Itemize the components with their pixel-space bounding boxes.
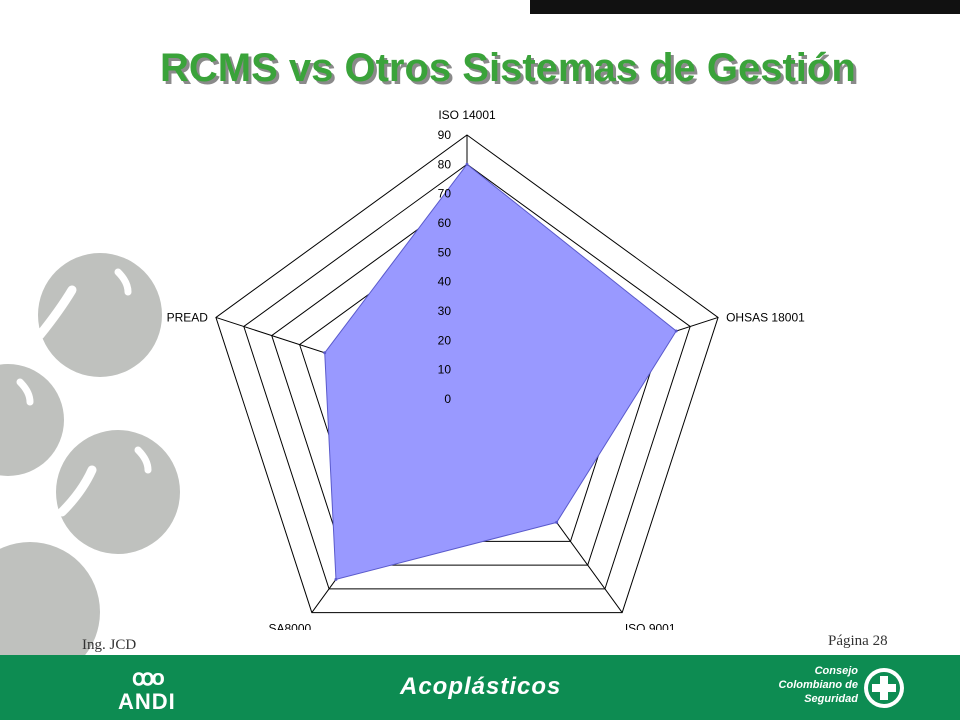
slide-title: RCMS vs Otros Sistemas de Gestión xyxy=(160,46,856,90)
radar-tick-label: 70 xyxy=(438,187,452,201)
radar-grid-ring xyxy=(215,134,719,614)
radar-series-area xyxy=(324,163,677,580)
radar-tick-label: 60 xyxy=(438,216,452,230)
author-footer: Ing. JCD xyxy=(82,637,137,653)
radar-tick-label: 50 xyxy=(438,245,452,259)
background-circle-decoration xyxy=(0,253,180,682)
radar-tick-label: 10 xyxy=(438,363,452,377)
radar-category-label: PREAD xyxy=(167,310,209,324)
ccs-logo-text: Consejo Colombiano de Seguridad xyxy=(770,664,858,706)
cross-icon xyxy=(864,668,904,708)
ccs-line: Colombiano de xyxy=(778,679,858,691)
radar-tick-label: 30 xyxy=(438,304,452,318)
radar-tick-labels: 0 10 20 30 40 50 60 70 80 90 xyxy=(438,128,452,406)
radar-category-label: OHSAS 18001 xyxy=(726,310,805,324)
andi-logo: ꝏo ANDI xyxy=(118,665,208,715)
ccs-line: Consejo xyxy=(814,665,858,677)
radar-data-point xyxy=(674,329,678,333)
deco-highlight xyxy=(57,465,97,517)
radar-tick-label: 0 xyxy=(444,392,451,406)
andi-logo-mark: ꝏo xyxy=(132,665,165,690)
radar-data-point xyxy=(323,351,327,355)
ccs-line: Seguridad xyxy=(804,693,858,705)
radar-category-label: ISO 9001 xyxy=(625,622,676,630)
radar-grid-ring xyxy=(243,163,691,590)
deco-highlight xyxy=(134,446,152,474)
acoplasticos-logo: Acoplásticos xyxy=(400,673,562,700)
footer-band: ꝏo ANDI Acoplásticos Consejo Colombiano … xyxy=(0,655,960,720)
radar-tick-label: 40 xyxy=(438,275,452,289)
page-number: Página 28 xyxy=(828,633,888,649)
deco-highlight xyxy=(35,285,77,340)
deco-circle xyxy=(38,253,162,377)
radar-series xyxy=(323,162,678,581)
radar-data-point xyxy=(334,577,338,581)
deco-highlight xyxy=(114,268,132,296)
andi-logo-text: ANDI xyxy=(118,689,176,714)
deco-circle xyxy=(0,364,64,476)
radar-tick-label: 80 xyxy=(438,157,452,171)
radar-data-point xyxy=(465,162,469,166)
radar-tick-label: 90 xyxy=(438,128,452,142)
deco-circle xyxy=(0,542,100,682)
deco-highlight xyxy=(16,378,34,406)
radar-tick-label: 20 xyxy=(438,333,452,347)
top-black-bar xyxy=(530,0,960,14)
radar-category-label: SA8000 xyxy=(268,622,311,630)
radar-category-label: ISO 14001 xyxy=(438,108,496,122)
radar-data-point xyxy=(555,520,559,524)
